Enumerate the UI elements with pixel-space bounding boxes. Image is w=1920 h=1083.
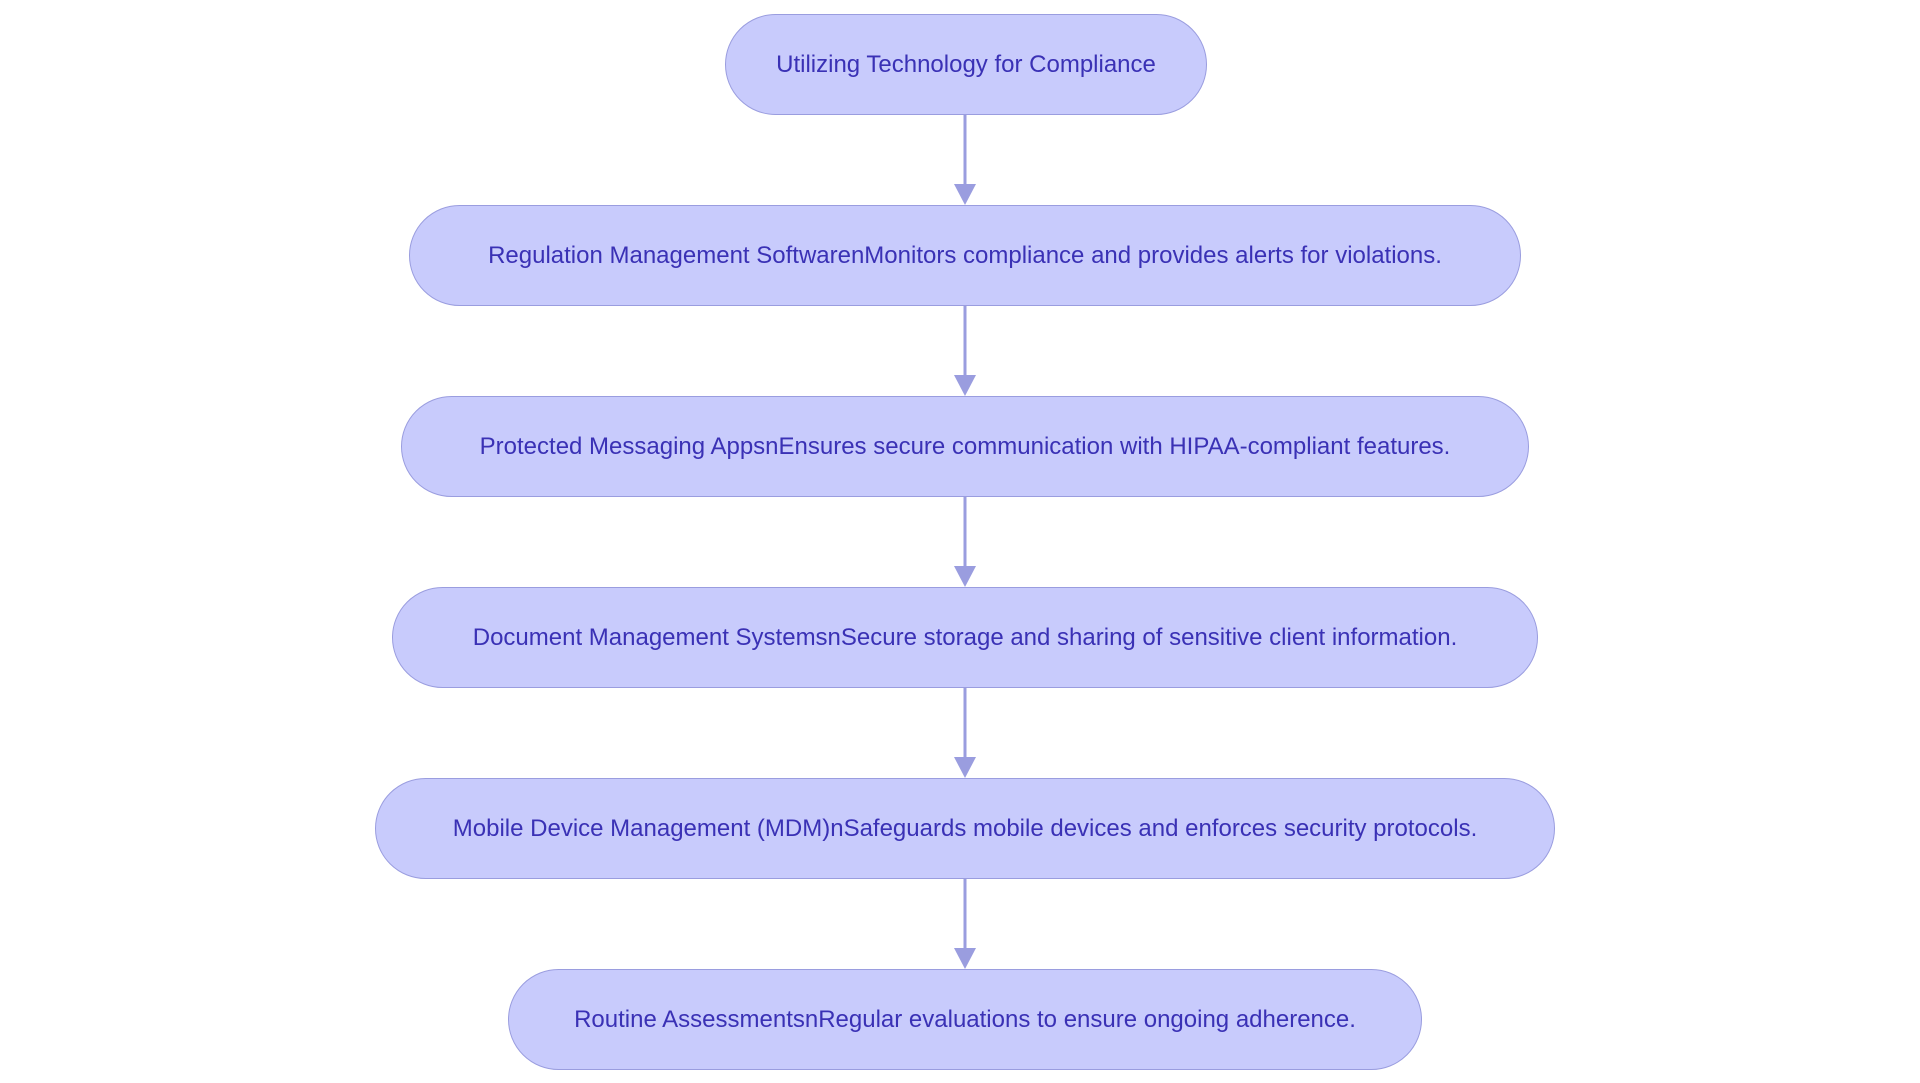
arrowhead-icon [954,375,976,396]
arrowhead-icon [954,184,976,205]
edge-2-3 [954,497,976,587]
node-routine-assessments: Routine AssessmentsnRegular evaluations … [508,969,1422,1070]
node-regulation-management-software: Regulation Management SoftwarenMonitors … [409,205,1521,306]
node-mobile-device-management: Mobile Device Management (MDM)nSafeguard… [375,778,1555,879]
node-label: Regulation Management SoftwarenMonitors … [488,241,1442,269]
edge-4-5 [954,879,976,969]
arrowhead-icon [954,566,976,587]
node-label: Protected Messaging AppsnEnsures secure … [479,432,1451,460]
arrowhead-icon [954,757,976,778]
node-protected-messaging-apps: Protected Messaging AppsnEnsures secure … [401,396,1529,497]
node-label: Routine AssessmentsnRegular evaluations … [574,1005,1356,1033]
node-label: Document Management SystemsnSecure stora… [472,623,1458,651]
edge-1-2 [954,306,976,396]
edge-0-1 [954,115,976,205]
node-utilizing-technology: Utilizing Technology for Compliance [725,14,1207,115]
node-document-management-systems: Document Management SystemsnSecure stora… [392,587,1538,688]
node-label: Mobile Device Management (MDM)nSafeguard… [452,814,1478,842]
edge-3-4 [954,688,976,778]
node-label: Utilizing Technology for Compliance [776,50,1156,78]
arrowhead-icon [954,948,976,969]
